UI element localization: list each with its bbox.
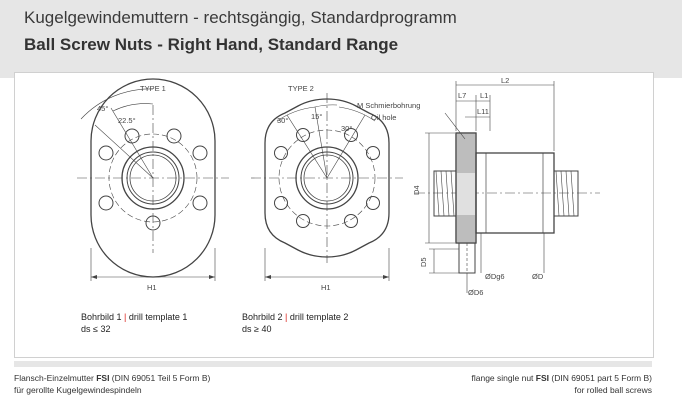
bolt-hole: [98, 195, 114, 211]
footer-description-german: Flansch-Einzelmutter FSI (DIN 69051 Teil…: [14, 372, 210, 396]
lube-hole-label-en: Oil hole: [371, 113, 396, 122]
footer-description-english: flange single nut FSI (DIN 69051 part 5 …: [472, 372, 653, 396]
h1-left-label: H1: [147, 283, 157, 292]
page-title-german: Kugelgewindemuttern - rechtsgängig, Stan…: [24, 8, 457, 27]
dim-l11-label: L11: [477, 107, 489, 116]
type1-label: TYPE 1: [140, 84, 166, 93]
technical-drawing-panel: TYPE 1 TYPE 2 45° 22.5° 30° 15° 30° H1 H…: [14, 72, 654, 358]
footer-en-standard: (DIN 69051 part 5 Form B): [549, 373, 652, 383]
bolt-hole: [192, 195, 208, 211]
footer-de-subtitle: für gerollte Kugelgewindespindeln: [14, 385, 142, 395]
technical-drawing: TYPE 1 TYPE 2 45° 22.5° 30° 15° 30° H1 H…: [77, 76, 600, 297]
type1-flange-view: [77, 78, 229, 281]
bolt-hole: [98, 145, 114, 161]
footer-en-subtitle: for rolled ball screws: [574, 385, 652, 395]
drill-template-1-range: ds ≤ 32: [81, 324, 111, 334]
drill-template-1-caption: Bohrbild 1 | drill template 1 ds ≤ 32: [81, 311, 187, 335]
angle-22-5-label: 22.5°: [118, 116, 136, 125]
dim-l7-label: L7: [458, 91, 466, 100]
caption-separator: |: [124, 312, 127, 322]
drill-template-2-caption: Bohrbild 2 | drill template 2 ds ≥ 40: [242, 311, 348, 335]
drill-template-1-de: Bohrbild 1: [81, 312, 122, 322]
drill-template-2-en: drill template 2: [289, 312, 349, 322]
dim-d6-label: ØD6: [468, 288, 483, 297]
bolt-hole: [192, 145, 208, 161]
dim-dg6-label: ØDg6: [485, 272, 505, 281]
angle-45-label: 45°: [97, 104, 108, 113]
dim-l1-label: L1: [480, 91, 488, 100]
bolt-hole: [124, 128, 140, 144]
dim-d-tolerance-label: ØD: [532, 272, 544, 281]
footer-en-product-code: FSI: [535, 373, 550, 383]
type2-label: TYPE 2: [288, 84, 314, 93]
type2-flange-view: [251, 93, 403, 281]
nut-side-view: [415, 81, 600, 293]
dim-d4-label: D4: [412, 185, 421, 195]
angle-30-left-label: 30°: [277, 116, 288, 125]
lube-hole-label-de: M Schmierbohrung: [357, 101, 420, 110]
dim-d5-label: D5: [419, 257, 428, 267]
bolt-hole: [145, 215, 161, 231]
footer-de-text: Flansch-Einzelmutter: [14, 373, 97, 383]
drill-template-2-range: ds ≥ 40: [242, 324, 272, 334]
drill-template-2-de: Bohrbild 2: [242, 312, 283, 322]
angle-15-label: 15°: [311, 112, 322, 121]
footer-en-text: flange single nut: [471, 373, 536, 383]
drill-template-1-en: drill template 1: [128, 312, 188, 322]
page-title-english: Ball Screw Nuts - Right Hand, Standard R…: [24, 35, 399, 54]
angle-30-right-label: 30°: [341, 124, 352, 133]
dim-l2-label: L2: [501, 76, 509, 85]
bolt-hole: [166, 128, 182, 144]
footer-de-product-code: FSI: [96, 373, 110, 383]
header-band: Kugelgewindemuttern - rechtsgängig, Stan…: [0, 0, 682, 78]
h1-right-label: H1: [321, 283, 331, 292]
footer-de-standard: (DIN 69051 Teil 5 Form B): [109, 373, 211, 383]
caption-separator: |: [285, 312, 288, 322]
footer-divider: [14, 361, 652, 367]
